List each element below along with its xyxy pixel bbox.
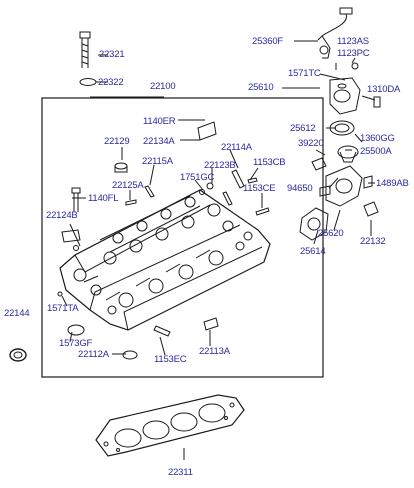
water-outlet-part — [325, 165, 363, 207]
label-25360f: 25360F — [252, 36, 284, 47]
label-1140fl: 1140FL — [88, 193, 119, 204]
label-25612: 25612 — [290, 123, 316, 134]
label-25620: 25620 — [318, 228, 344, 239]
pin-part-3 — [255, 207, 270, 216]
pin-part — [144, 185, 155, 198]
label-94650: 94650 — [287, 183, 313, 194]
label-25610: 25610 — [248, 82, 274, 93]
label-22144: 22144 — [4, 308, 30, 319]
stud-part — [231, 169, 245, 189]
label-25500a: 25500A — [360, 146, 392, 157]
label-22322: 22322 — [98, 77, 124, 88]
label-22311: 22311 — [168, 467, 193, 478]
oil-seal-part — [9, 348, 27, 362]
sensor-part — [317, 7, 353, 59]
label-1140er: 1140ER — [143, 116, 176, 127]
assembly-frame — [41, 97, 324, 378]
label-22113a: 22113A — [199, 346, 230, 357]
thermostat-part — [337, 145, 359, 163]
cam-cap-part — [197, 121, 217, 141]
label-22115a: 22115A — [142, 156, 173, 167]
head-gasket-part — [95, 394, 245, 457]
label-25614: 25614 — [300, 246, 326, 257]
label-1751gc: 1751GC — [180, 172, 215, 183]
label-39220: 39220 — [298, 138, 324, 149]
label-1573gf: 1573GF — [59, 338, 93, 349]
thermostat-housing-part — [329, 77, 361, 115]
label-1310da: 1310DA — [367, 84, 401, 95]
label-1153ec: 1153EC — [154, 354, 187, 365]
label-1571ta: 1571TA — [47, 303, 79, 314]
gasket-part — [329, 120, 355, 136]
washer-part — [79, 78, 97, 86]
label-22114a: 22114A — [221, 142, 252, 153]
label-1360gg: 1360GG — [360, 133, 395, 144]
label-22123b: 22123B — [204, 160, 236, 171]
plug-part-6 — [363, 201, 379, 217]
label-22125a: 22125A — [112, 180, 144, 191]
plug-part-4 — [122, 350, 138, 360]
label-1123pc: 1123PC — [337, 48, 370, 59]
label-22100: 22100 — [150, 81, 176, 92]
label-22132: 22132 — [360, 236, 386, 247]
label-22134a: 22134A — [143, 136, 175, 147]
head-bolt-part — [79, 31, 91, 68]
bolt-part — [71, 187, 81, 212]
label-1571tc: 1571TC — [288, 68, 321, 79]
seal-part — [67, 324, 85, 336]
cylinder-head-part — [59, 189, 271, 331]
pin-part-2 — [247, 177, 258, 184]
label-1489ab: 1489AB — [376, 178, 409, 189]
temp-sender-part — [311, 157, 327, 171]
label-22124b: 22124B — [46, 210, 78, 221]
outlet-gasket-part — [299, 207, 329, 241]
label-1123as: 1123AS — [337, 36, 369, 47]
label-1153ce: 1153CE — [243, 183, 276, 194]
plug-part-2 — [206, 182, 214, 190]
pin-part-4 — [125, 199, 137, 206]
label-22129: 22129 — [104, 136, 130, 147]
plug-part-5 — [203, 317, 219, 331]
label-22112a: 22112A — [78, 349, 109, 360]
cap-part — [61, 229, 81, 243]
stud-part-2 — [222, 191, 233, 206]
label-1153cb: 1153CB — [253, 157, 286, 168]
plug-part — [114, 162, 128, 173]
label-22321: 22321 — [99, 49, 125, 60]
plug-part-3 — [199, 189, 205, 195]
